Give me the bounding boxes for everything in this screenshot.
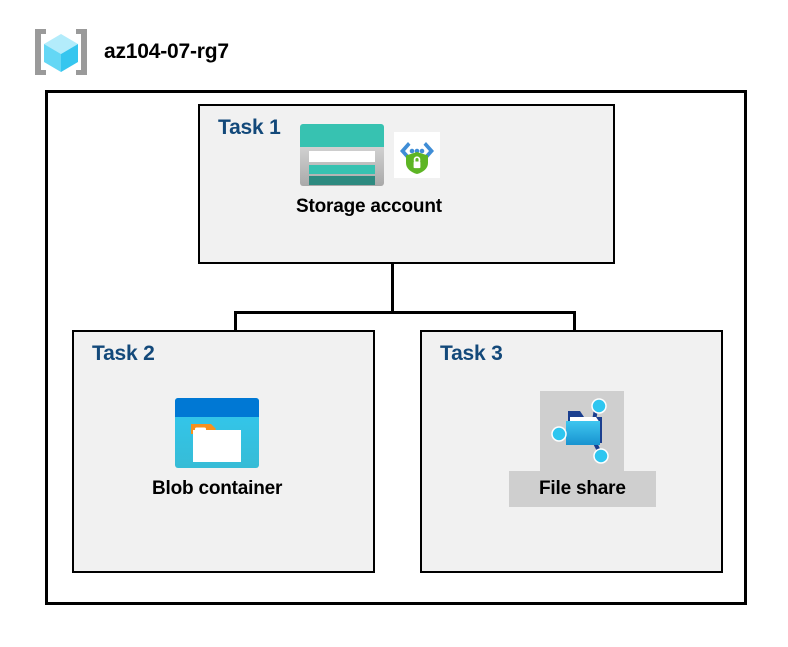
task-3-label: Task 3	[440, 342, 503, 365]
storage-account-icon	[298, 122, 386, 188]
task-1-label: Task 1	[218, 116, 281, 139]
node-file-share[interactable]: File share	[509, 391, 656, 507]
file-share-icon-group	[540, 391, 625, 471]
blob-container-icon-group	[173, 396, 261, 470]
encryption-shield-icon	[393, 132, 440, 178]
connector-trunk-vertical	[391, 264, 394, 314]
node-blob-container[interactable]: Blob container	[152, 396, 282, 500]
blob-container-icon	[173, 396, 261, 470]
resource-group-header: az104-07-rg7	[30, 26, 229, 78]
task-box-1: Task 1	[198, 104, 615, 264]
storage-account-icon-group	[298, 122, 440, 188]
node-storage-account[interactable]: Storage account	[296, 122, 442, 218]
storage-account-caption: Storage account	[296, 196, 442, 217]
connector-horizontal-bus	[234, 311, 576, 314]
resource-group-name: az104-07-rg7	[104, 40, 229, 63]
file-share-caption: File share	[509, 471, 656, 507]
blob-container-caption: Blob container	[152, 478, 283, 499]
resource-group-cube-icon	[30, 26, 92, 78]
task-2-label: Task 2	[92, 342, 155, 365]
file-share-icon	[550, 397, 614, 465]
